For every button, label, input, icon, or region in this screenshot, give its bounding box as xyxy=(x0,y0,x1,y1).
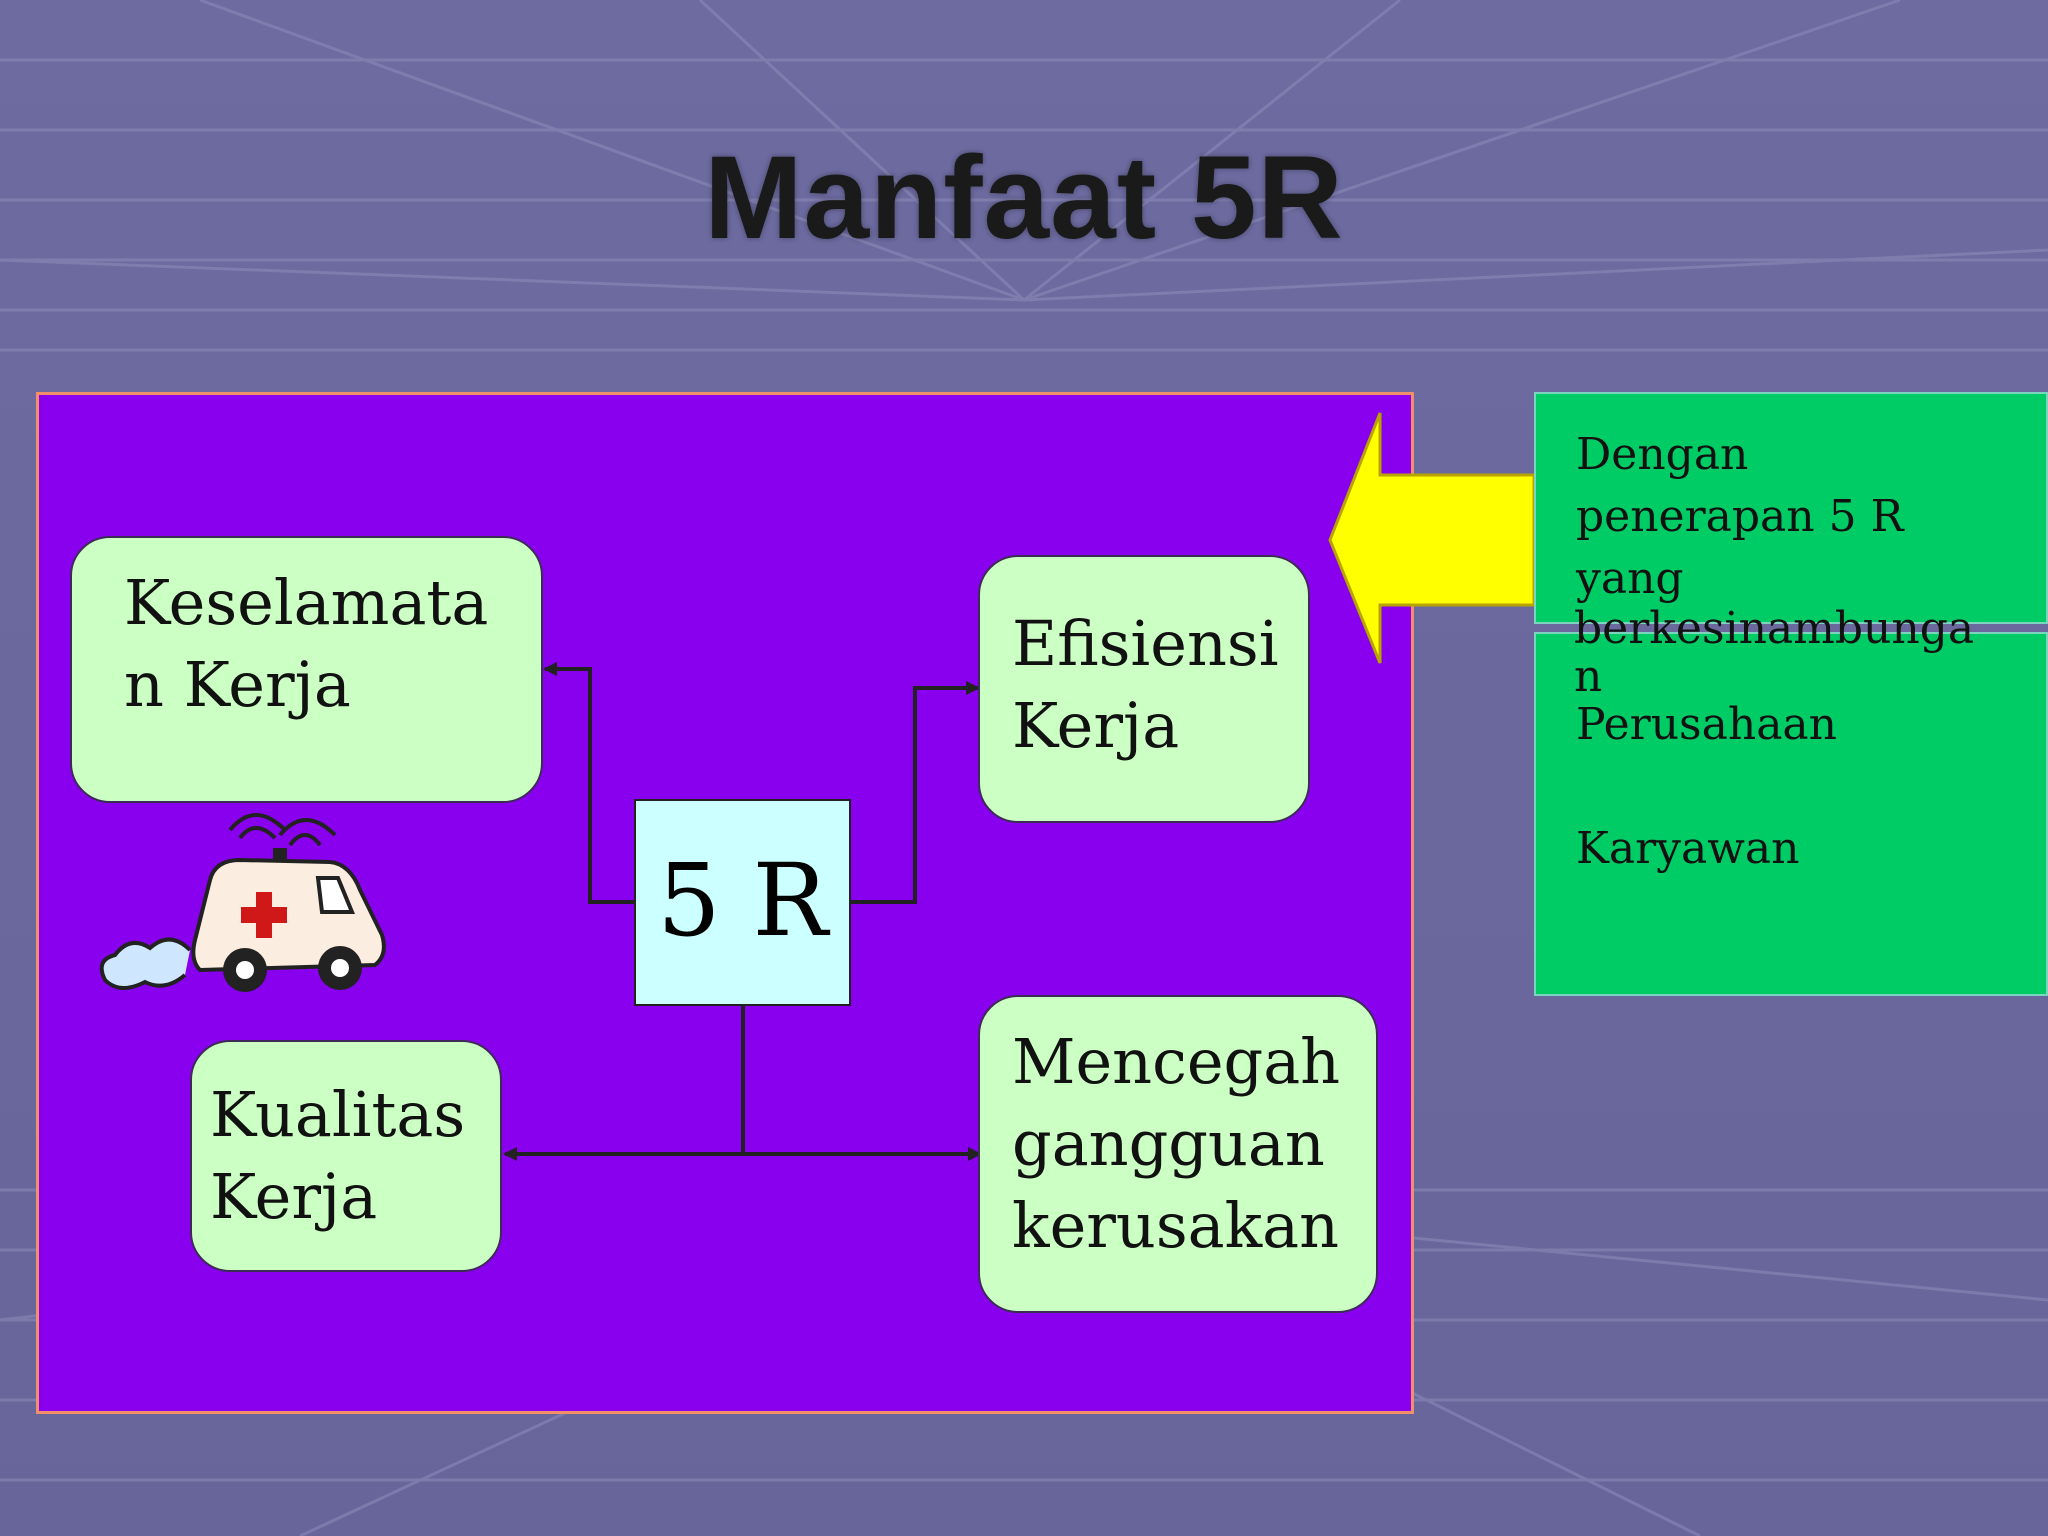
callout-line3: yang xyxy=(1576,553,1684,604)
node-efisiensi-line1: Efisiensi xyxy=(1012,607,1279,680)
callout-manfaat: Perusahaan Karyawan xyxy=(1534,632,2048,996)
callout-overflow-text: berkesinambunga n xyxy=(1574,605,1974,701)
callout-karyawan: Karyawan xyxy=(1576,823,1800,874)
node-keselamatan-line1: Keselamata xyxy=(124,566,489,639)
callout-line5: n xyxy=(1574,651,1603,702)
callout-line4: berkesinambunga xyxy=(1574,603,1975,654)
node-keselamatan-kerja: Keselamata n Kerja xyxy=(70,536,543,803)
node-mencegah-line1: Mencegah xyxy=(1012,1025,1341,1098)
node-efisiensi-line2: Kerja xyxy=(1012,689,1180,762)
callout-perusahaan: Perusahaan xyxy=(1576,699,1837,750)
center-node-5r: 5 R xyxy=(634,799,851,1006)
yellow-arrow-icon xyxy=(1328,412,1536,664)
node-mencegah-gangguan: Mencegah gangguan kerusakan xyxy=(978,995,1378,1313)
node-keselamatan-line2: n Kerja xyxy=(124,648,351,721)
node-kualitas-line2: Kerja xyxy=(210,1160,378,1233)
node-mencegah-line3: kerusakan xyxy=(1012,1189,1340,1262)
node-kualitas-kerja: Kualitas Kerja xyxy=(190,1040,502,1272)
node-efisiensi-kerja: Efisiensi Kerja xyxy=(978,555,1310,823)
node-mencegah-line2: gangguan xyxy=(1012,1107,1325,1180)
callout-penerapan: Dengan penerapan 5 R yang xyxy=(1534,392,2048,624)
ambulance-icon xyxy=(99,813,386,992)
callout-line1: Dengan xyxy=(1576,429,1749,480)
slide-title: Manfaat 5R xyxy=(704,132,1344,264)
callout-line2: penerapan 5 R xyxy=(1576,491,1904,542)
node-kualitas-line1: Kualitas xyxy=(210,1078,466,1151)
